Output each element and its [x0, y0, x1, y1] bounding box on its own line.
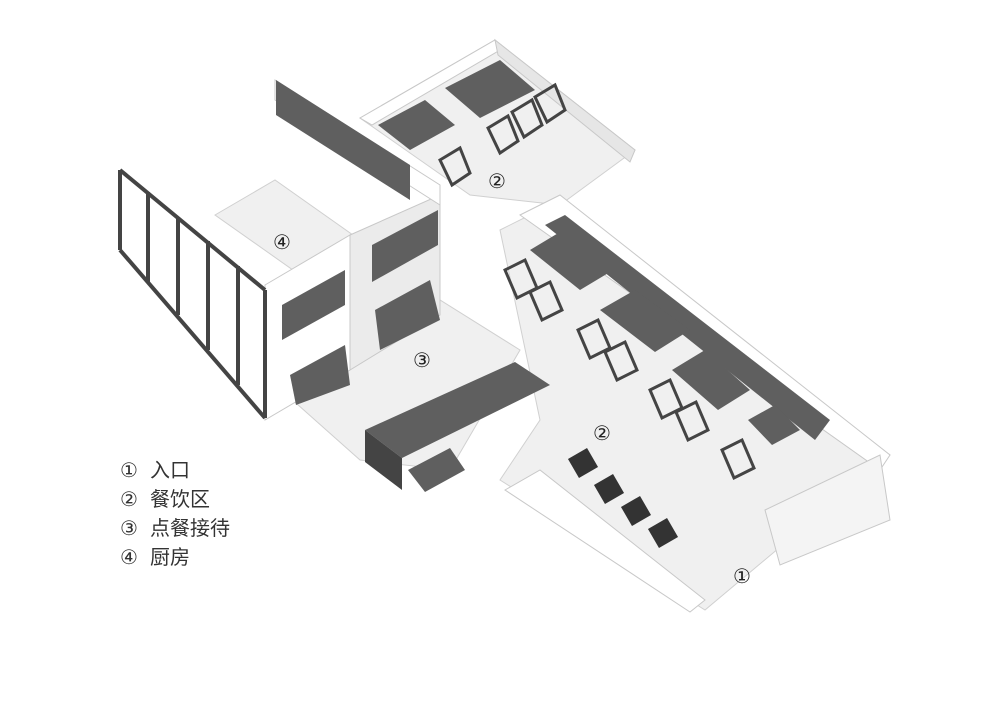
- upper-table-left: [378, 100, 455, 150]
- front-chair: [567, 447, 599, 479]
- kitchen-shelf-right: [372, 210, 438, 282]
- dining-table-3: [672, 350, 750, 410]
- legend-number: ②: [120, 487, 138, 511]
- kitchen-shelf-left: [282, 270, 345, 340]
- chair: [674, 399, 710, 443]
- zone-label-reception: ③: [413, 348, 431, 372]
- chairs: [438, 82, 756, 481]
- shelving: [276, 80, 440, 405]
- partition-shelf: [276, 80, 410, 200]
- tables: [365, 60, 830, 492]
- front-chairs: [567, 447, 679, 549]
- facade-frame-top: [118, 168, 267, 292]
- legend-label: 餐饮区: [150, 487, 210, 511]
- legend-label: 厨房: [150, 545, 190, 569]
- wall-entry-front: [504, 469, 706, 613]
- legend: ① 入口 ② 餐饮区 ③ 点餐接待 ④ 厨房: [120, 456, 230, 572]
- legend-label: 点餐接待: [150, 516, 230, 540]
- legend-item-reception: ③ 点餐接待: [120, 514, 230, 543]
- glass-facade: [118, 168, 267, 420]
- legend-number: ③: [120, 516, 138, 540]
- upper-table-right: [445, 60, 535, 118]
- legend-item-dining: ② 餐饮区: [120, 485, 230, 514]
- front-chair: [620, 495, 652, 527]
- dining-table-4: [748, 405, 800, 445]
- legend-item-entrance: ① 入口: [120, 456, 230, 485]
- zone-label-dining-main: ②: [593, 421, 611, 445]
- communal-bench: [408, 448, 465, 492]
- legend-number: ④: [120, 545, 138, 569]
- chair: [720, 437, 756, 481]
- back-counter: [375, 280, 440, 350]
- zone-label-entrance: ①: [733, 564, 751, 588]
- wall-upper-right: [494, 38, 636, 163]
- legend-item-kitchen: ④ 厨房: [120, 543, 230, 572]
- front-chair: [593, 473, 625, 505]
- zone-label-dining-upper: ②: [488, 169, 506, 193]
- legend-label: 入口: [150, 458, 190, 482]
- communal-table-front: [365, 430, 402, 490]
- reception-cabinet: [290, 345, 350, 405]
- chair: [528, 279, 564, 323]
- front-chair: [647, 517, 679, 549]
- wall-entry-right: [764, 454, 891, 566]
- banquette-main: [545, 215, 830, 440]
- chair: [533, 82, 567, 125]
- chair: [510, 97, 544, 140]
- dining-table-1: [530, 232, 610, 290]
- communal-table: [365, 362, 550, 458]
- dining-table-2: [600, 290, 690, 352]
- facade-frame-bottom: [118, 248, 267, 420]
- legend-number: ①: [120, 458, 138, 482]
- chair: [438, 145, 472, 188]
- zone-label-kitchen: ④: [273, 230, 291, 254]
- chair: [486, 113, 520, 156]
- chair: [603, 339, 639, 383]
